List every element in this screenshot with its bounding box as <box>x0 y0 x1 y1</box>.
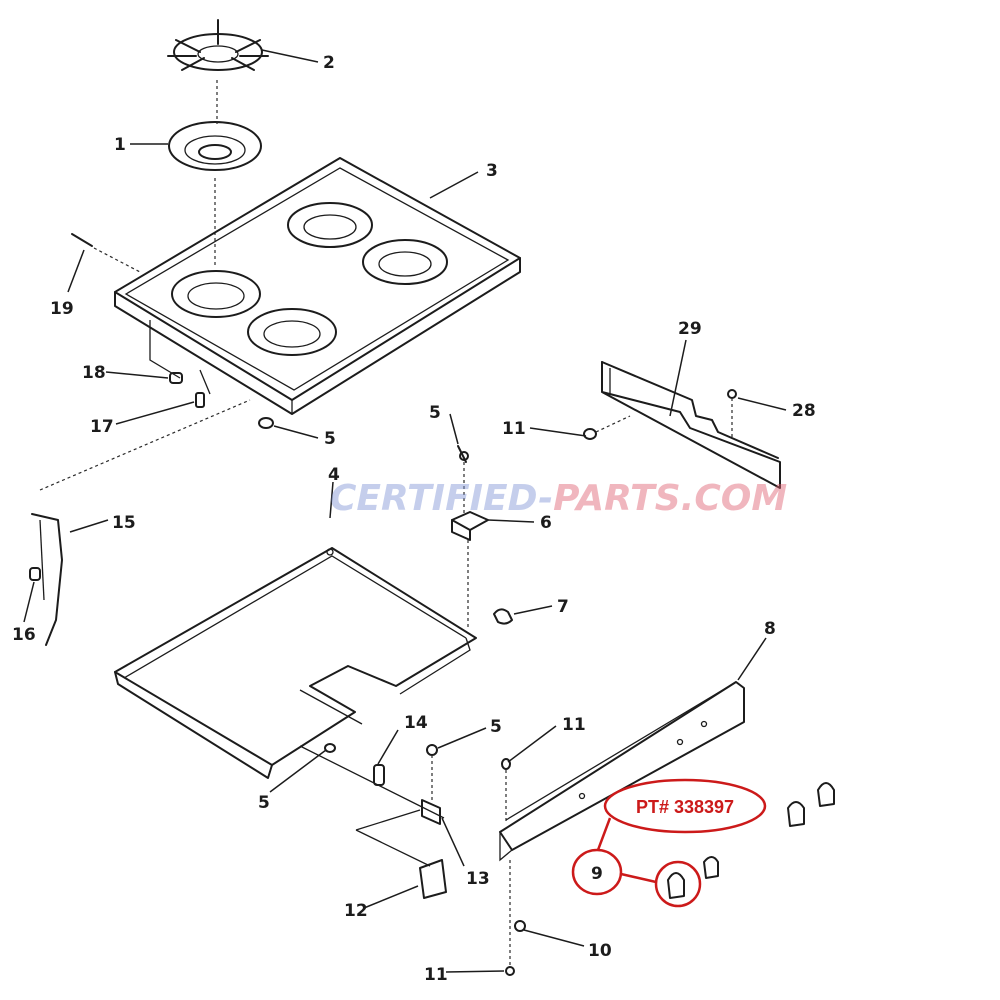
cooktop <box>114 157 521 415</box>
callout-11a: 11 <box>502 419 526 439</box>
clip-14 <box>373 764 385 786</box>
drip-pan <box>168 121 262 171</box>
pin-19 <box>71 233 141 273</box>
screw-5d <box>426 744 438 800</box>
callout-10: 10 <box>588 941 612 961</box>
support-rail <box>299 745 445 867</box>
callout-11c: 11 <box>424 965 448 985</box>
hardware-18 <box>169 372 183 384</box>
callout-5d: 5 <box>490 717 502 737</box>
callout-14: 14 <box>404 713 428 733</box>
callout-11b: 11 <box>562 715 586 735</box>
screw-28 <box>727 389 737 438</box>
highlight-connector-right <box>620 872 657 884</box>
callout-28: 28 <box>792 401 816 421</box>
callout-15: 15 <box>112 513 136 533</box>
callout-19: 19 <box>50 299 74 319</box>
part-number-label: PT# 338397 <box>636 797 734 817</box>
bracket-13 <box>421 799 441 825</box>
clip-7 <box>493 608 513 625</box>
leader-lines <box>23 49 787 973</box>
callout-7: 7 <box>557 597 569 617</box>
callout-numbers: 2 1 3 19 18 17 5 15 16 4 5 6 7 11 29 28 … <box>12 53 816 985</box>
screw-5c <box>324 743 336 753</box>
screw-11a <box>583 415 631 440</box>
callout-4: 4 <box>328 465 340 485</box>
screw-11c <box>505 966 515 976</box>
callout-9-circle <box>571 848 623 896</box>
knob-highlight-circle <box>654 860 702 908</box>
rod-15 <box>31 399 251 646</box>
screw-5b <box>457 445 469 463</box>
highlight-connector-top <box>596 817 612 851</box>
watermark-part2: PARTS.COM <box>553 478 787 519</box>
callout-5b: 5 <box>429 403 441 423</box>
hardware-17 <box>195 392 205 408</box>
part-number-oval <box>603 778 767 834</box>
burner-grate <box>167 19 269 71</box>
callout-13: 13 <box>466 869 490 889</box>
callout-18: 18 <box>82 363 106 383</box>
callout-1: 1 <box>114 135 126 155</box>
knob-a <box>817 782 835 807</box>
callout-2: 2 <box>323 53 335 73</box>
panel-29 <box>601 361 781 489</box>
callout-9: 9 <box>591 864 603 884</box>
callout-17: 17 <box>90 417 114 437</box>
screw-10 <box>514 920 526 932</box>
watermark: CERTIFIED-PARTS.COM <box>330 478 787 519</box>
clip-16 <box>29 567 41 581</box>
callout-12: 12 <box>344 901 368 921</box>
knob-c <box>703 856 719 879</box>
screw-11b <box>501 758 511 824</box>
part-highlight: PT# 338397 9 <box>571 778 767 908</box>
knob-d <box>667 872 685 899</box>
screw-5a <box>258 417 274 429</box>
knob-b <box>787 801 805 827</box>
callout-29: 29 <box>678 319 702 339</box>
callout-3: 3 <box>486 161 498 181</box>
callout-16: 16 <box>12 625 36 645</box>
burner-box <box>114 547 477 779</box>
watermark-part1: CERTIFIED- <box>330 478 553 519</box>
cover-12 <box>419 859 447 899</box>
callout-5a: 5 <box>324 429 336 449</box>
callout-6: 6 <box>540 513 552 533</box>
callout-8: 8 <box>764 619 776 639</box>
callout-5c: 5 <box>258 793 270 813</box>
manifold-panel-8 <box>499 681 745 862</box>
